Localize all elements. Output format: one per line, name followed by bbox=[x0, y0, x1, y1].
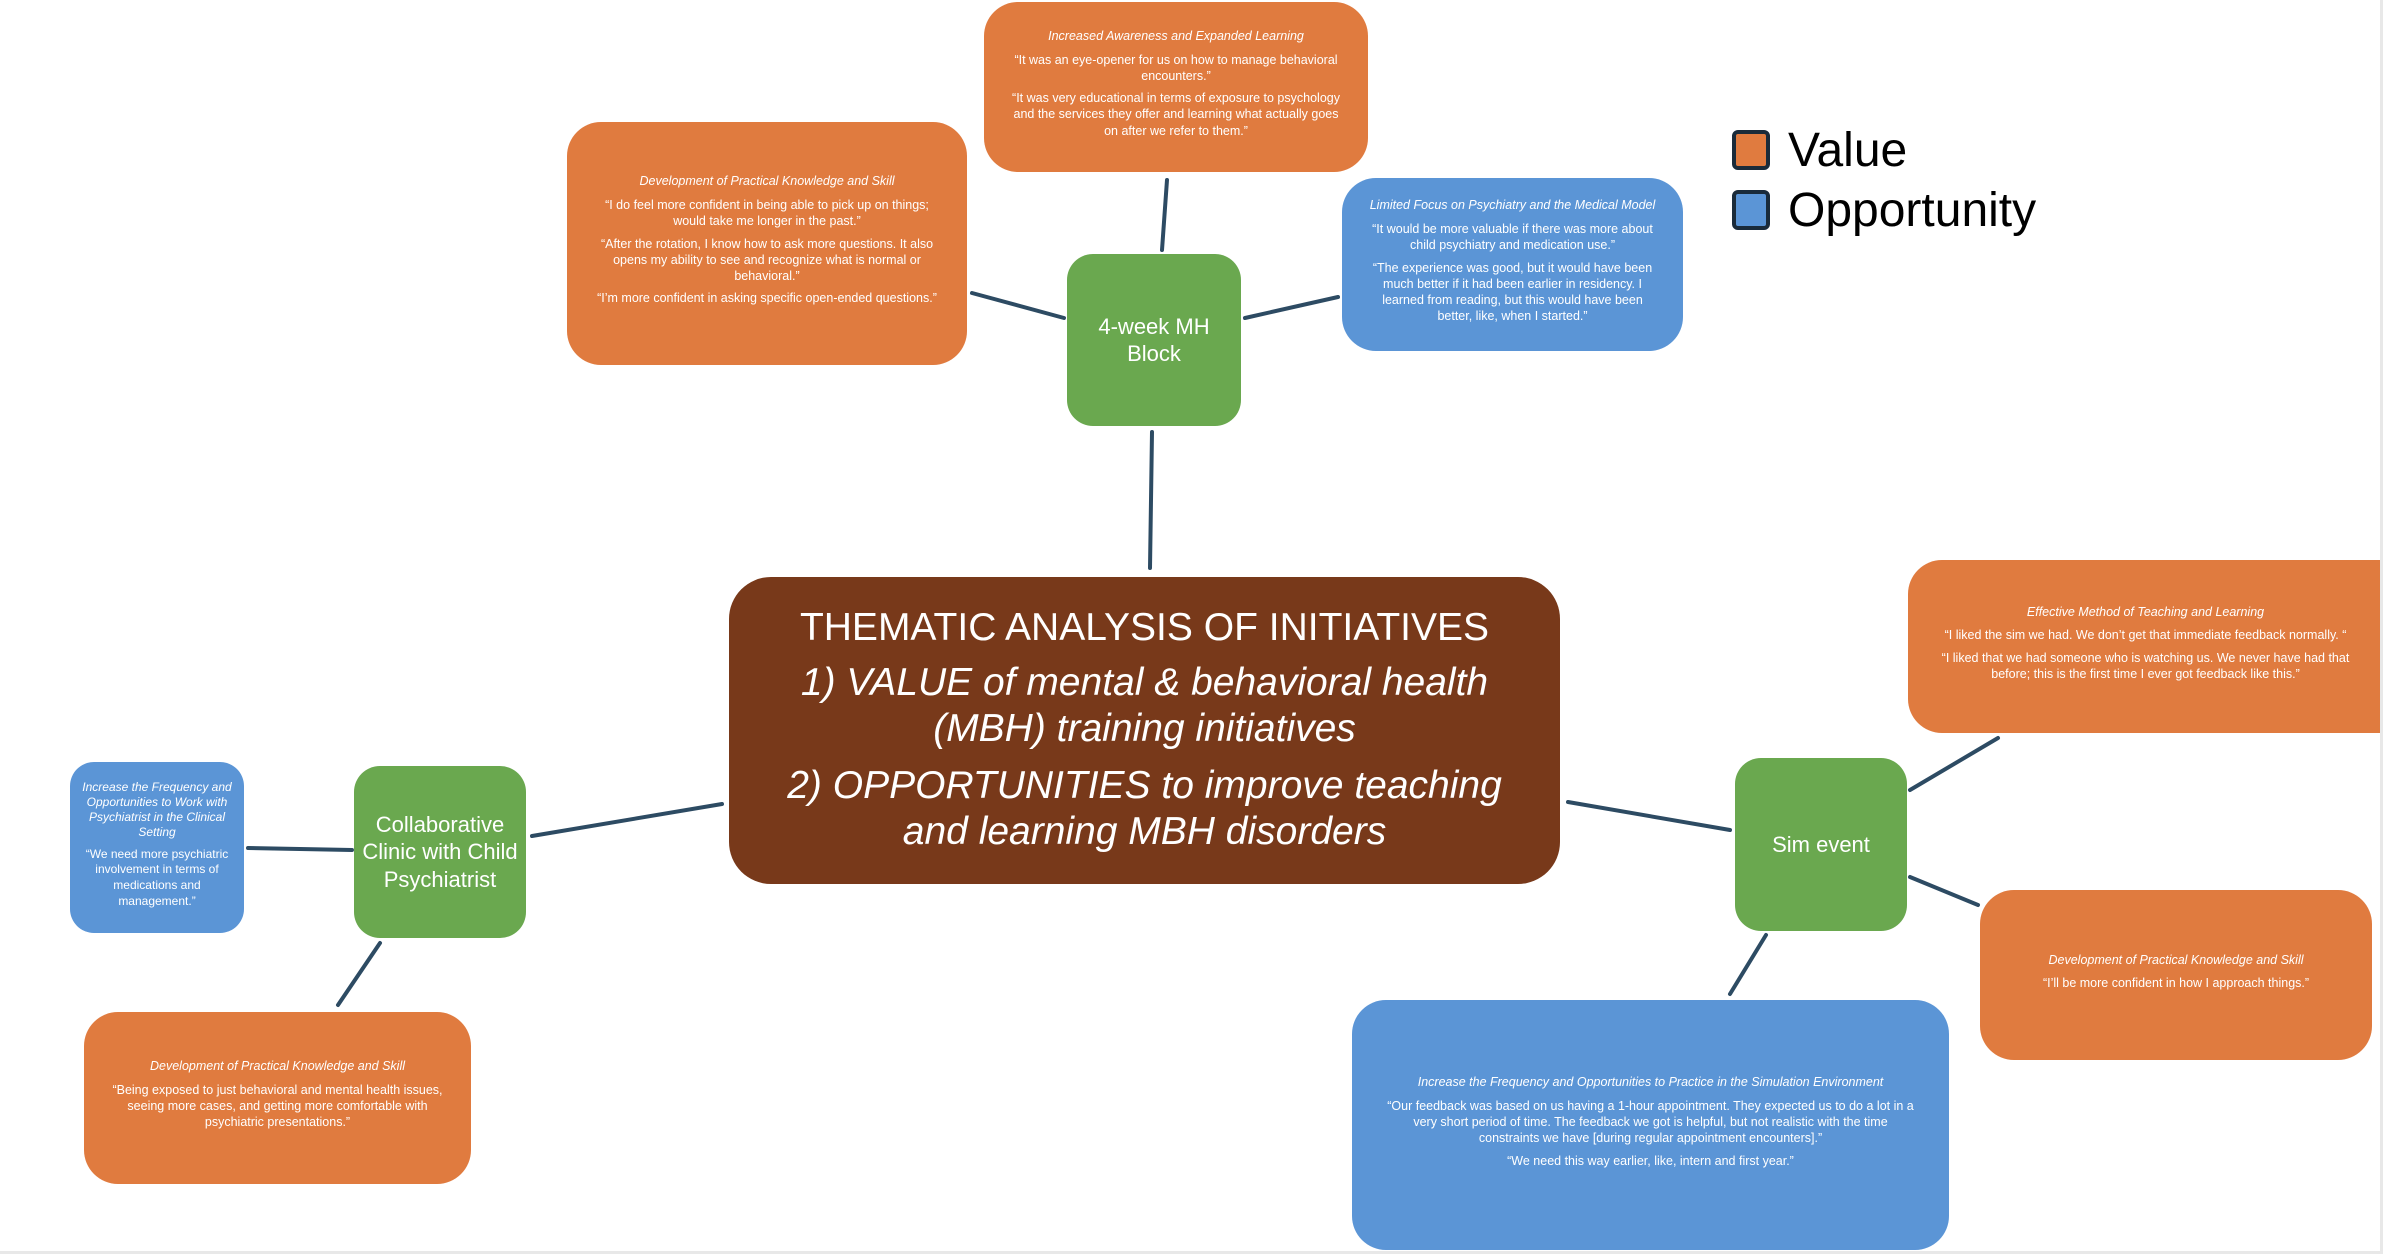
quote-text: “We need this way earlier, like, intern … bbox=[1507, 1153, 1794, 1168]
quote-title: Development of Practical Knowledge and S… bbox=[2048, 952, 2304, 967]
central-opportunity-line: 2) OPPORTUNITIES to improve teaching and… bbox=[787, 763, 1502, 853]
connector-central-clinic bbox=[530, 802, 724, 838]
legend-label-value: Value bbox=[1788, 123, 1908, 177]
quote-title: Increase the Frequency and Opportunities… bbox=[82, 779, 232, 839]
quote-text: “After the rotation, I know how to ask m… bbox=[600, 236, 934, 284]
quote-title: Development of Practical Knowledge and S… bbox=[150, 1059, 405, 1074]
quote-text: “It was an eye-opener for us on how to m… bbox=[1014, 52, 1338, 83]
theme-label-clinic: Collaborative Clinic with Child Psychiat… bbox=[362, 811, 518, 892]
theme-node-sim: Sim event bbox=[1735, 758, 1907, 931]
quote-title: Limited Focus on Psychiatry and the Medi… bbox=[1369, 198, 1656, 213]
quote-box-sim-opportunity: Increase the Frequency and Opportunities… bbox=[1352, 1000, 1949, 1250]
quote-text: “I’ll be more confident in how I approac… bbox=[2042, 976, 2310, 991]
legend: Value Opportunity bbox=[1732, 120, 2036, 240]
theme-label-sim: Sim event bbox=[1772, 831, 1870, 857]
quote-text: “I liked that we had someone who is watc… bbox=[1941, 650, 2350, 681]
quote-text: “The experience was good, but it would h… bbox=[1372, 260, 1653, 324]
connector-sim-effective bbox=[1908, 736, 2000, 792]
legend-item-opportunity: Opportunity bbox=[1732, 180, 2036, 240]
theme-node-mh-block: 4-week MH Block bbox=[1067, 254, 1241, 426]
theme-label-mh-block: 4-week MH Block bbox=[1098, 313, 1210, 367]
connector-central-mh-block bbox=[1148, 430, 1154, 570]
quote-title: Effective Method of Teaching and Learnin… bbox=[2026, 604, 2265, 619]
quote-box-clinic-opportunity: Increase the Frequency and Opportunities… bbox=[70, 762, 244, 933]
quote-text: “It was very educational in terms of exp… bbox=[1012, 91, 1340, 138]
quote-box-awareness: Increased Awareness and Expanded Learnin… bbox=[984, 2, 1368, 172]
central-node: THEMATIC ANALYSIS OF INITIATIVES 1) VALU… bbox=[729, 577, 1560, 884]
quote-text: “Our feedback was based on us having a 1… bbox=[1387, 1098, 1914, 1146]
quote-box-effective-method: Effective Method of Teaching and Learnin… bbox=[1908, 560, 2383, 733]
legend-swatch-opportunity bbox=[1732, 190, 1770, 230]
connector-sim-practical bbox=[1908, 875, 1980, 907]
quote-box-practical-block: Development of Practical Knowledge and S… bbox=[567, 122, 967, 365]
quote-text: “We need more psychiatric involvement in… bbox=[85, 846, 229, 908]
legend-item-value: Value bbox=[1732, 120, 2036, 180]
quote-text: “I’m more confident in asking specific o… bbox=[597, 291, 937, 306]
connector-mh-block-psychiatry bbox=[1243, 295, 1340, 320]
quote-title: Increased Awareness and Expanded Learnin… bbox=[1048, 29, 1304, 44]
quote-text: “Being exposed to just behavioral and me… bbox=[112, 1082, 443, 1130]
slide-edge-bottom bbox=[0, 1251, 2383, 1254]
quote-title: Development of Practical Knowledge and S… bbox=[639, 174, 895, 189]
connector-clinic-opp bbox=[246, 846, 354, 852]
quote-box-practical-sim: Development of Practical Knowledge and S… bbox=[1980, 890, 2372, 1060]
slide-edge-right bbox=[2380, 0, 2383, 1254]
legend-label-opportunity: Opportunity bbox=[1788, 183, 2037, 237]
central-title: THEMATIC ANALYSIS OF INITIATIVES bbox=[799, 606, 1490, 650]
quote-text: “I do feel more confident in being able … bbox=[605, 198, 929, 229]
theme-node-clinic: Collaborative Clinic with Child Psychiat… bbox=[354, 766, 526, 938]
connector-central-sim bbox=[1566, 800, 1732, 832]
connector-clinic-practical bbox=[336, 941, 382, 1007]
quote-text: “It would be more valuable if there was … bbox=[1372, 222, 1653, 253]
quote-box-psychiatry-focus: Limited Focus on Psychiatry and the Medi… bbox=[1342, 178, 1683, 351]
legend-swatch-value bbox=[1732, 130, 1770, 170]
quote-box-practical-clinic: Development of Practical Knowledge and S… bbox=[84, 1012, 471, 1184]
connector-sim-opp bbox=[1728, 933, 1768, 996]
connector-mh-block-awareness bbox=[1160, 178, 1169, 252]
quote-text: “I liked the sim we had. We don’t get th… bbox=[1944, 628, 2347, 643]
connector-mh-block-practical bbox=[970, 291, 1066, 320]
central-value-line: 1) VALUE of mental & behavioral health (… bbox=[800, 661, 1489, 751]
quote-title: Increase the Frequency and Opportunities… bbox=[1417, 1075, 1884, 1090]
